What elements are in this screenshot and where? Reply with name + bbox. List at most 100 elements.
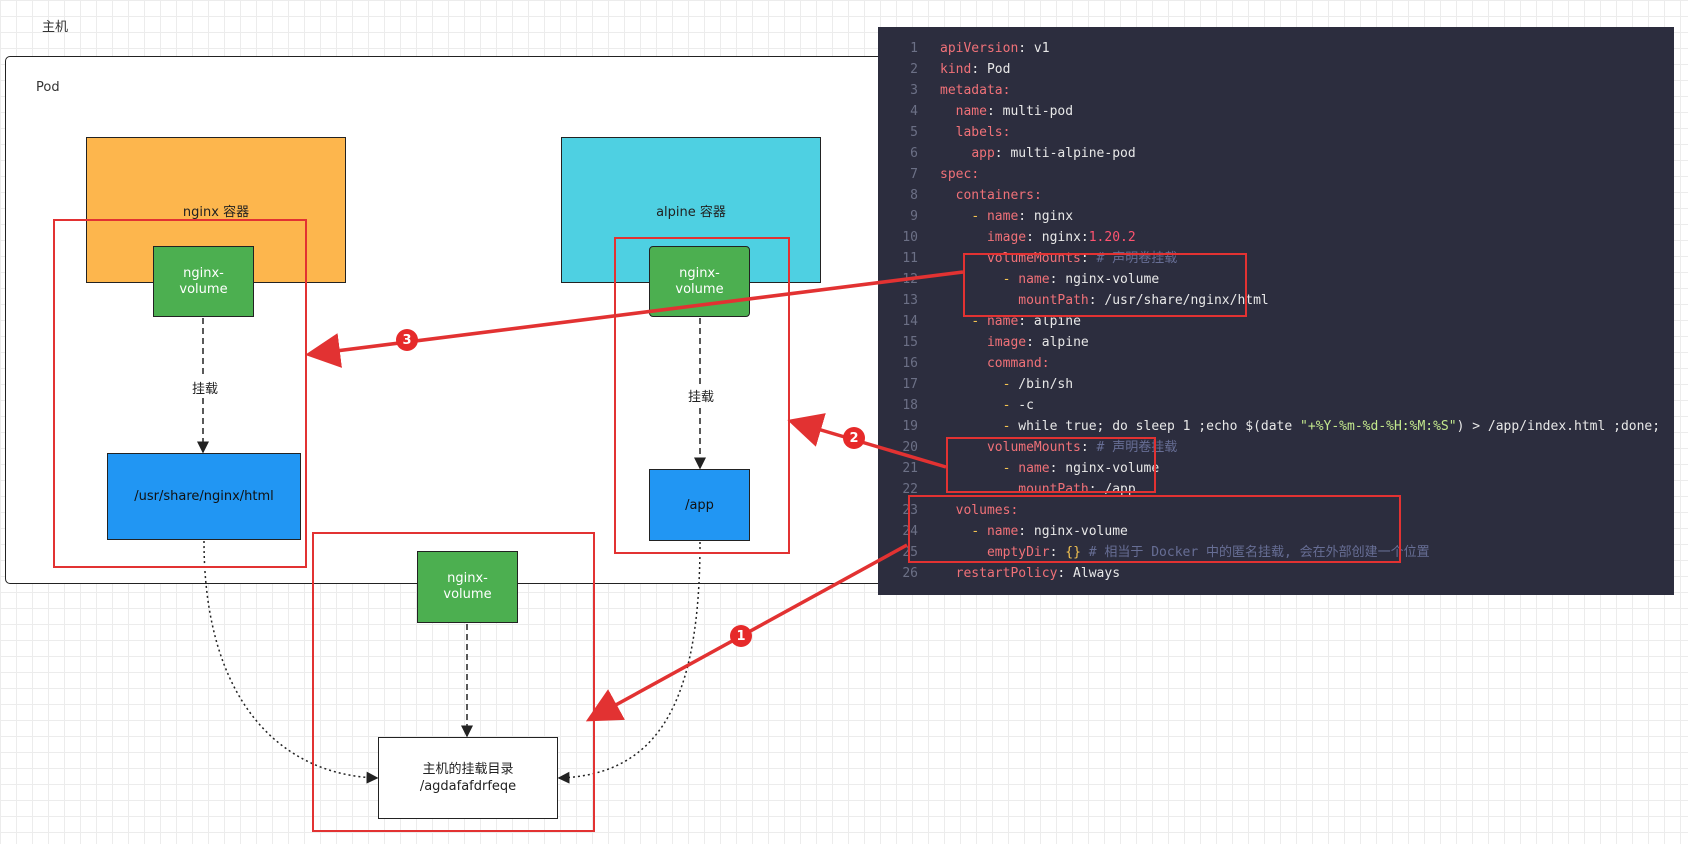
line-number: 4 [910,104,918,119]
line-number: 14 [902,314,918,329]
code-line: 13 mountPath: /usr/share/nginx/html [878,290,1674,311]
line-number: 13 [902,293,918,308]
code-line: 19 - while true; do sleep 1 ;echo $(date… [878,416,1674,437]
line-content: spec: [940,167,980,182]
line-number: 5 [910,125,918,140]
nginx-container-label: nginx 容器 [182,205,250,220]
code-line: 18 - -c [878,395,1674,416]
code-line: 4 name: multi-pod [878,101,1674,122]
host-dir-box: 主机的挂载目录 /agdafafdrfeqe [378,737,558,819]
host-highlight-box [312,532,595,832]
code-lines: 1 apiVersion: v1 2 kind: Pod 3 metadata: 4 nam… [878,38,1674,584]
nginx-to-host-curve [203,540,379,784]
code-line: 22 mountPath: /app [878,479,1674,500]
code-line: 15 image: alpine [878,332,1674,353]
alpine-path-box: /app [649,469,750,541]
line-content: - /bin/sh [1002,377,1074,392]
line-content: - name: alpine [971,314,1081,329]
step-badge-2: 2 [843,427,865,449]
step-badge-3: 3 [396,329,418,351]
code-line: 10 image: nginx:1.20.2 [878,227,1674,248]
line-content: containers: [955,188,1042,203]
line-content: - name: nginx-volume [1002,461,1160,476]
step-badge-1: 1 [730,625,752,647]
host-volume-box: nginx-volume [417,551,518,623]
arrow-2 [787,413,947,469]
host-dir-path: /agdafafdrfeqe [419,779,517,794]
code-line: 17 - /bin/sh [878,374,1674,395]
host-label: 主机 [42,20,69,35]
pod-label: Pod [36,80,60,95]
line-content: - name: nginx-volume [971,524,1128,539]
line-content: metadata: [940,83,1011,98]
line-number: 23 [902,503,918,518]
line-number: 19 [902,419,918,434]
line-number: 9 [910,209,918,224]
line-content: app: multi-alpine-pod [971,146,1136,161]
code-line: 1 apiVersion: v1 [878,38,1674,59]
line-content: image: alpine [986,335,1089,350]
line-number: 22 [902,482,918,497]
line-content: - while true; do sleep 1 ;echo $(date "+… [1002,419,1661,434]
line-number: 10 [902,230,918,245]
code-line: 16 command: [878,353,1674,374]
code-highlight-nginx-mounts [963,253,1247,317]
alpine-container-label: alpine 容器 [656,205,726,220]
nginx-path-text: /usr/share/nginx/html [134,489,274,504]
line-number: 18 [902,398,918,413]
line-number: 7 [910,167,918,182]
line-content: command: [986,356,1050,371]
host-volume-line2: volume [443,587,492,602]
code-line: 20 volumeMounts: # 声明卷挂载 [878,437,1674,458]
host-volume-line1: nginx- [447,571,488,586]
code-line: 3 metadata: [878,80,1674,101]
nginx-container: nginx 容器 [86,137,346,283]
arrow-3 [305,270,964,368]
code-line: 25 emptyDir: {} # 相当于 Docker 中的匿名挂载, 会在外… [878,542,1674,563]
line-content: restartPolicy: Always [955,566,1121,581]
code-line: 6 app: multi-alpine-pod [878,143,1674,164]
nginx-volume-box: nginx-volume [153,246,254,317]
nginx-volume-line1: nginx- [183,265,224,281]
code-line: 14 - name: alpine [878,311,1674,332]
line-content: mountPath: /usr/share/nginx/html [1018,293,1269,308]
alpine-volume-line2: volume [675,281,724,297]
code-line: 23 volumes: [878,500,1674,521]
code-line: 26 restartPolicy: Always [878,563,1674,584]
line-number: 16 [902,356,918,371]
code-line: 12 - name: nginx-volume [878,269,1674,290]
yaml-code-panel: 1 apiVersion: v1 2 kind: Pod 3 metadata: 4 nam… [878,27,1674,595]
line-content: labels: [955,125,1011,140]
line-number: 8 [910,188,918,203]
line-content: - -c [1002,398,1034,413]
line-number: 2 [910,62,918,77]
code-highlight-volumes [908,495,1401,563]
line-number: 20 [902,440,918,455]
code-line: 2 kind: Pod [878,59,1674,80]
line-number: 1 [910,41,918,56]
line-number: 17 [902,377,918,392]
alpine-path-text: /app [685,497,714,513]
line-content: mountPath: /app [1018,482,1136,497]
line-number: 26 [902,566,918,581]
line-content: - name: nginx [971,209,1074,224]
nginx-volume-line2: volume [179,281,228,297]
line-content: volumeMounts: # 声明卷挂载 [986,440,1178,455]
line-content: kind: Pod [940,62,1011,77]
line-number: 21 [902,461,918,476]
nginx-highlight-box [53,219,307,568]
alpine-to-host-curve [557,541,701,784]
alpine-highlight-box [614,237,790,554]
alpine-mount-label: 挂载 [686,386,717,405]
code-line: 21 - name: nginx-volume [878,458,1674,479]
code-line: 7 spec: [878,164,1674,185]
line-content: name: multi-pod [955,104,1074,119]
line-content: apiVersion: v1 [940,41,1050,56]
code-line: 9 - name: nginx [878,206,1674,227]
line-number: 3 [910,83,918,98]
line-content: emptyDir: {} # 相当于 Docker 中的匿名挂载, 会在外部创建… [986,545,1430,560]
code-highlight-alpine-mounts [946,437,1156,493]
alpine-volume-line1: nginx- [679,265,720,281]
line-number: 11 [902,251,918,266]
